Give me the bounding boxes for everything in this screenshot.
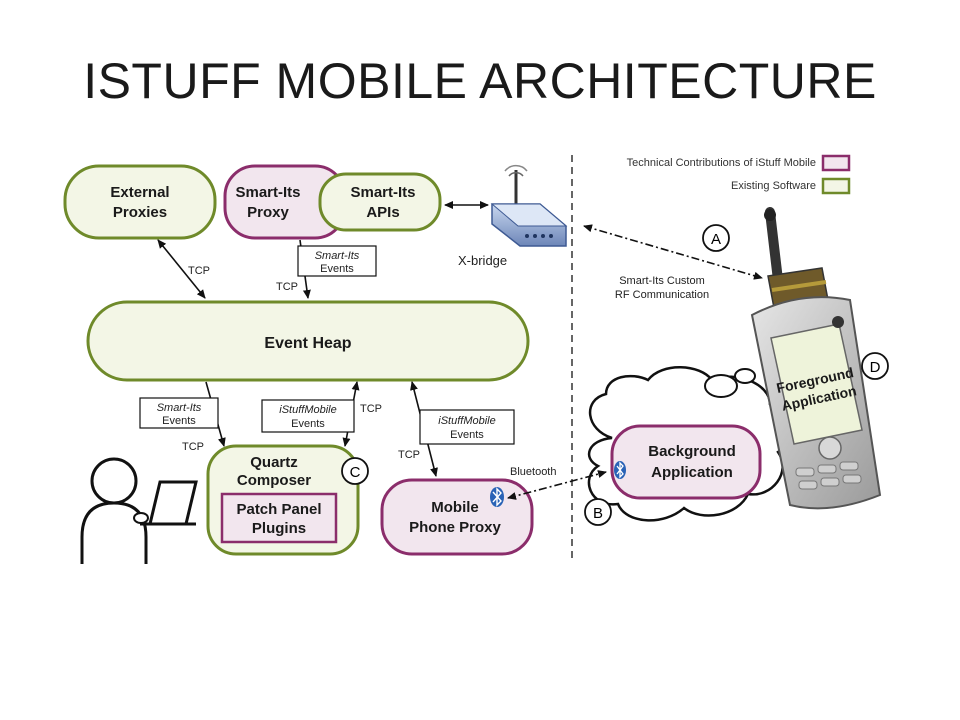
smartits-apis-label-2: APIs [366, 204, 399, 221]
rf-comm-label-1: Smart-Its Custom [619, 275, 705, 287]
bluetooth-label: Bluetooth [510, 466, 556, 478]
patch-panel-label-2: Plugins [252, 520, 306, 537]
user-at-laptop-icon [80, 457, 198, 564]
svg-text:B: B [593, 505, 603, 522]
svg-text:Events: Events [162, 415, 196, 427]
router-icon [490, 164, 568, 247]
tcp-label-5: TCP [398, 449, 420, 461]
svg-text:iStuffMobile: iStuffMobile [438, 415, 495, 427]
tcp-label-3: TCP [182, 441, 204, 453]
svg-text:Smart-Its: Smart-Its [315, 250, 360, 262]
marker-b: B [584, 498, 612, 526]
marker-d: D [861, 352, 889, 380]
legend: Technical Contributions of iStuff Mobile… [627, 154, 851, 195]
svg-text:C: C [350, 464, 361, 481]
svg-text:D: D [870, 359, 881, 376]
svg-text:iStuffMobile: iStuffMobile [279, 404, 336, 416]
mobile-proxy-label-2: Phone Proxy [409, 519, 501, 536]
mobile-proxy-label-1: Mobile [431, 499, 479, 516]
svg-text:Events: Events [450, 429, 484, 441]
svg-text:Events: Events [291, 418, 325, 430]
event-heap-node: Event Heap [86, 300, 530, 382]
tcp-label-2: TCP [276, 281, 298, 293]
quartz-composer-label-1: Quartz [250, 454, 298, 471]
background-app-label-1: Background [648, 443, 736, 460]
legend-technical-label: Technical Contributions of iStuff Mobile [627, 157, 816, 169]
svg-text:Events: Events [320, 263, 354, 275]
smartits-proxy-label-1: Smart-Its [235, 184, 300, 201]
smartits-proxy-label-2: Proxy [247, 204, 289, 221]
smartits-apis-label-1: Smart-Its [350, 184, 415, 201]
quartz-composer-label-2: Composer [237, 472, 311, 489]
bluetooth-icon [614, 461, 626, 479]
bluetooth-icon [490, 487, 504, 507]
external-proxies-node: External Proxies [63, 164, 217, 240]
istuffmobile-events-label-1: iStuffMobile Events [261, 399, 355, 433]
slide-title: ISTUFF MOBILE ARCHITECTURE [83, 53, 877, 109]
patch-panel-plugins-node: Patch Panel Plugins [220, 492, 338, 544]
mobile-phone-proxy-node: Mobile Phone Proxy [380, 478, 534, 556]
patch-panel-label-1: Patch Panel [236, 501, 321, 518]
background-app-label-2: Application [651, 464, 733, 481]
smartits-events-bottom-label: Smart-Its Events [139, 397, 219, 429]
legend-existing-swatch [821, 177, 851, 195]
mobile-phone-icon: Foreground Application [750, 207, 882, 510]
rf-comm-label-2: RF Communication [615, 289, 709, 301]
marker-a: A [702, 224, 730, 252]
xbridge-label: X-bridge [458, 253, 507, 268]
legend-existing-label: Existing Software [731, 180, 816, 192]
tcp-label-1: TCP [188, 265, 210, 277]
background-application-node: Background Application [610, 424, 762, 500]
legend-technical-swatch [821, 154, 851, 172]
external-proxies-label-1: External [110, 184, 169, 201]
istuffmobile-events-label-2: iStuffMobile Events [419, 409, 515, 445]
event-heap-label: Event Heap [264, 335, 351, 352]
smartits-apis-node: Smart-Its APIs [318, 172, 442, 232]
tcp-label-4: TCP [360, 403, 382, 415]
svg-text:Smart-Its: Smart-Its [157, 402, 202, 414]
marker-c: C [341, 457, 369, 485]
smartits-events-top-label: Smart-Its Events [297, 245, 377, 277]
svg-text:A: A [711, 231, 721, 248]
external-proxies-label-2: Proxies [113, 204, 167, 221]
